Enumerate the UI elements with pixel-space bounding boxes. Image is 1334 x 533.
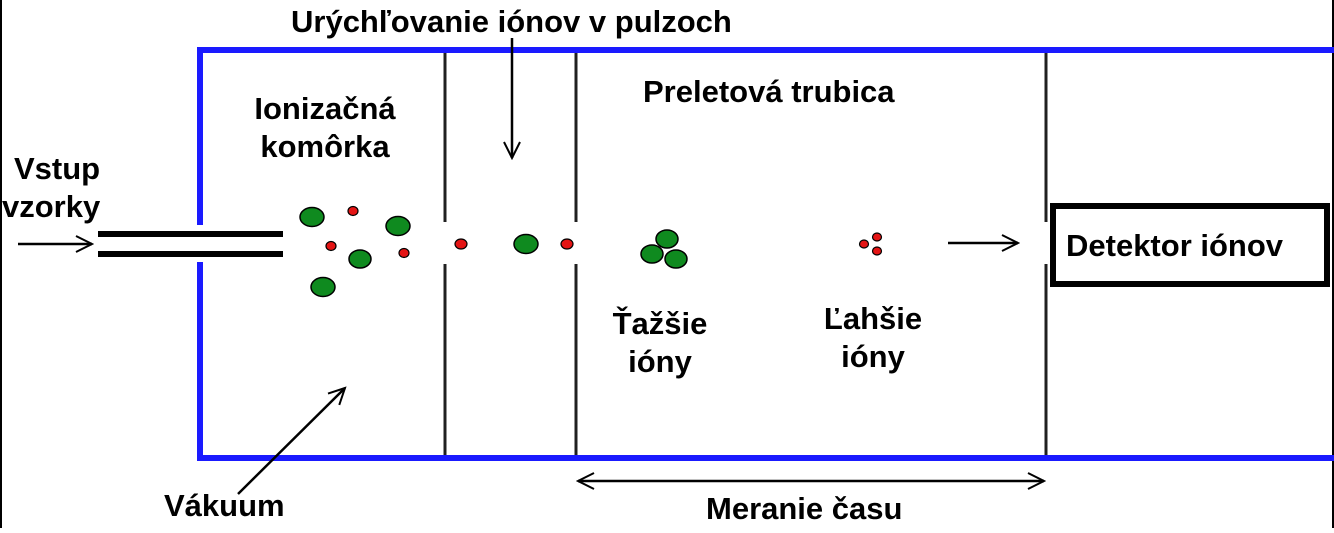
sample-inlet-label-line1: Vstup bbox=[14, 151, 101, 186]
heavier-ions-label-line2: ióny bbox=[628, 344, 692, 379]
light-ion bbox=[347, 205, 359, 217]
light-ion bbox=[560, 238, 574, 250]
ionization-chamber-ions bbox=[299, 205, 411, 298]
ionization-chamber-label: Ionizačná komôrka bbox=[230, 90, 420, 166]
accelerated-ions bbox=[454, 233, 574, 255]
heavy-ion bbox=[664, 249, 688, 269]
lighter-ions-cluster bbox=[858, 232, 883, 256]
heavy-ion bbox=[385, 215, 411, 237]
ion-detector-box bbox=[1050, 203, 1330, 287]
time-measurement-label: Meranie času bbox=[706, 491, 903, 526]
lighter-ions-label: Ľahšie ióny bbox=[803, 300, 943, 376]
sample-inlet-label: Vstup vzorky bbox=[2, 150, 100, 226]
lighter-ions-label-line2: ióny bbox=[841, 339, 905, 374]
heavy-ion bbox=[640, 244, 664, 264]
heavier-ions-label: Ťažšie ióny bbox=[590, 305, 730, 381]
heavier-ions-label-line1: Ťažšie bbox=[612, 306, 708, 341]
heavy-ion bbox=[310, 276, 336, 298]
flight-tube-label: Preletová trubica bbox=[643, 74, 895, 109]
heavy-ion bbox=[655, 229, 679, 249]
heavy-ion bbox=[299, 206, 325, 228]
heavier-ions-cluster bbox=[640, 229, 688, 269]
sample-inlet-label-line2: vzorky bbox=[2, 189, 101, 224]
light-ion bbox=[858, 239, 870, 249]
vacuum-pointer-arrow bbox=[237, 388, 345, 495]
ionization-label-line1: Ionizačná bbox=[254, 91, 396, 126]
light-ion bbox=[398, 247, 410, 259]
light-ion bbox=[454, 238, 468, 250]
light-ion bbox=[871, 232, 883, 242]
vacuum-label: Vákuum bbox=[164, 488, 285, 523]
light-ion bbox=[325, 240, 337, 252]
heavy-ion bbox=[348, 249, 372, 269]
lighter-ions-label-line1: Ľahšie bbox=[823, 301, 923, 336]
heavy-ion bbox=[513, 233, 539, 255]
ionization-label-line2: komôrka bbox=[260, 129, 390, 164]
light-ion bbox=[871, 246, 883, 256]
detector-label: Detektor iónov bbox=[1066, 228, 1284, 263]
acceleration-label: Urýchľovanie iónov v pulzoch bbox=[291, 4, 732, 39]
vacuum-chamber-outline bbox=[197, 47, 1334, 461]
